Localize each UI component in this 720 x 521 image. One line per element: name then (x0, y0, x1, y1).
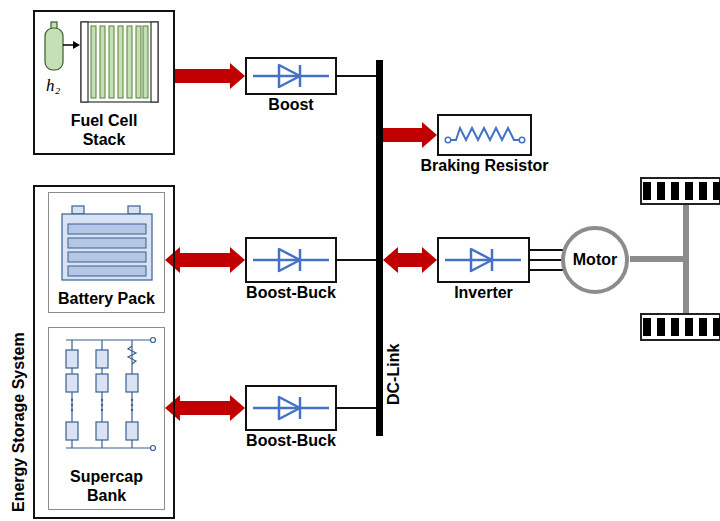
power-flow-arrow (383, 122, 437, 148)
wire (530, 269, 564, 271)
power-flow-arrow (383, 122, 437, 148)
power-flow-arrow (383, 247, 437, 273)
battery-drawing (62, 206, 152, 280)
node-label: Fuel Cell Stack (55, 112, 153, 149)
node-label: Supercap Bank (61, 468, 152, 505)
node-label: DC-Link (385, 344, 403, 405)
node-label: Braking Resistor (420, 157, 548, 175)
power-flow-arrow (175, 63, 245, 89)
storage-system-box: Energy Storage SystemBattery PackSuperca… (33, 185, 175, 519)
diode-symbol (253, 397, 329, 419)
converter-box: Boost-Buck (245, 385, 337, 431)
battery-box: Battery Pack (48, 192, 165, 313)
resistor-symbol (445, 128, 525, 143)
node-label: Energy Storage System (10, 332, 28, 512)
wire (337, 75, 376, 77)
wire (530, 250, 564, 270)
node-label: Boost-Buck (246, 284, 336, 302)
power-flow-arrow (165, 395, 245, 421)
node-label: Boost (268, 96, 313, 114)
diode-symbol (445, 249, 521, 271)
motor-circle: Motor (560, 225, 630, 295)
power-flow-arrow (165, 395, 245, 421)
gas-label: h₂ (46, 76, 60, 96)
node-label: Inverter (454, 284, 513, 302)
converter-box: Boost (245, 57, 337, 95)
power-flow-arrow (383, 247, 437, 273)
power-flow-arrow (175, 63, 245, 89)
wire (337, 408, 376, 409)
dc-link-bus: DC-Link (376, 60, 383, 436)
wire (530, 259, 562, 261)
drivetrain (630, 178, 720, 340)
inverter-box: Inverter (437, 237, 530, 283)
resistor-box: Braking Resistor (437, 114, 532, 156)
power-flow-arrow (165, 247, 245, 273)
node-label: Battery Pack (53, 290, 160, 308)
wire (337, 260, 376, 261)
hydrogen-tank (45, 22, 80, 70)
wire (337, 76, 376, 77)
node-label: Motor (560, 251, 630, 269)
diode-symbol (253, 249, 329, 271)
supercap-box: Supercap Bank (48, 327, 165, 510)
node-label: Boost-Buck (246, 432, 336, 450)
supercap-drawing (66, 338, 156, 451)
diode-symbol (253, 65, 329, 87)
converter-box: Boost-Buck (245, 237, 337, 283)
fuel-cell-stack-drawing (81, 22, 158, 102)
wire (337, 259, 376, 261)
wire (530, 249, 564, 251)
wire (337, 407, 376, 409)
power-flow-arrow (165, 247, 245, 273)
